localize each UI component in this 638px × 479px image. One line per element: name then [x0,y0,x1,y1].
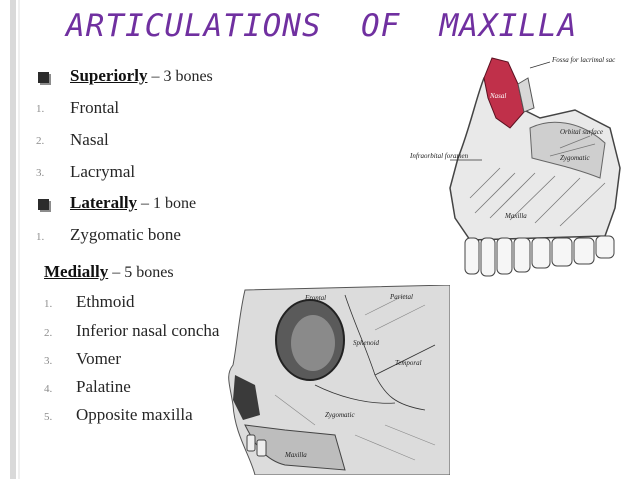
label-frontal: Frontal [304,294,326,302]
slide-title: ARTICULATIONS OF MAXILLA [66,8,578,44]
label-zygomatic: Zygomatic [560,154,590,162]
list-item: Ethmoid [76,292,135,311]
label-maxilla: Maxilla [504,212,527,220]
teeth-row [464,235,615,277]
superiorly-count: – 3 bones [147,68,213,85]
bullet-checkbox-icon [38,199,49,210]
list-item: Frontal [70,98,120,117]
list-number: 5. [44,411,53,423]
superiorly-heading: Superiorly – 3 bones [70,66,213,86]
superiorly-label: Superiorly [70,66,148,85]
label-sphenoid: Sphenoid [353,339,380,347]
list-number: 1. [36,103,45,115]
maxilla-illustration: Fossa for lacrimal sac Infraorbital fora… [410,56,621,277]
lacrimal-fossa-shape [517,77,535,113]
list-item: Nasal [70,130,109,149]
list-item: Inferior nasal concha [76,321,220,340]
label-leader-lines [450,61,551,161]
label-zygomatic: Zygomatic [325,411,355,419]
left-border-bar [10,0,16,479]
list-number: 3. [44,355,53,367]
list-number: 1. [44,298,53,310]
list-item: Zygomatic bone [70,225,181,244]
medially-heading: Medially – 5 bones [44,262,174,282]
bullet-checkbox-icon [38,72,49,83]
hatching-lines [469,135,606,227]
label-temporal: Temporal [395,359,422,367]
label-orbital-surface: Orbital surface [560,128,603,136]
list-item: Palatine [76,377,131,396]
list-number: 2. [36,135,45,147]
orbital-surface-shape [529,121,606,179]
label-parietal: Parietal [389,293,413,301]
skull-illustration: Frontal Parietal Sphenoid Temporal Zygom… [228,285,450,475]
medially-count: – 5 bones [108,264,174,281]
laterally-count: – 1 bone [137,195,197,212]
skull-hatching [274,294,436,461]
list-item: Opposite maxilla [76,405,193,424]
orbit-inner-shape [291,315,335,371]
label-maxilla: Maxilla [284,451,307,459]
list-number: 2. [44,327,53,339]
label-lacrimal-fossa: Fossa for lacrimal sac [551,56,616,64]
skull-teeth [246,434,267,457]
label-nasal: Nasal [489,92,506,100]
list-item: Lacrymal [70,162,136,181]
laterally-label: Laterally [70,193,138,212]
suture-lines [314,294,436,411]
nasal-aperture-shape [233,375,260,420]
list-number: 4. [44,383,53,395]
upper-jaw-shape [244,424,346,471]
laterally-heading: Laterally – 1 bone [70,193,196,213]
list-item: Vomer [76,349,122,368]
left-border-line [18,0,20,479]
label-infraorbital-foramen: Infraorbital foramen [410,152,469,160]
medially-label: Medially [44,262,109,281]
list-number: 1. [36,231,45,243]
list-number: 3. [36,167,45,179]
